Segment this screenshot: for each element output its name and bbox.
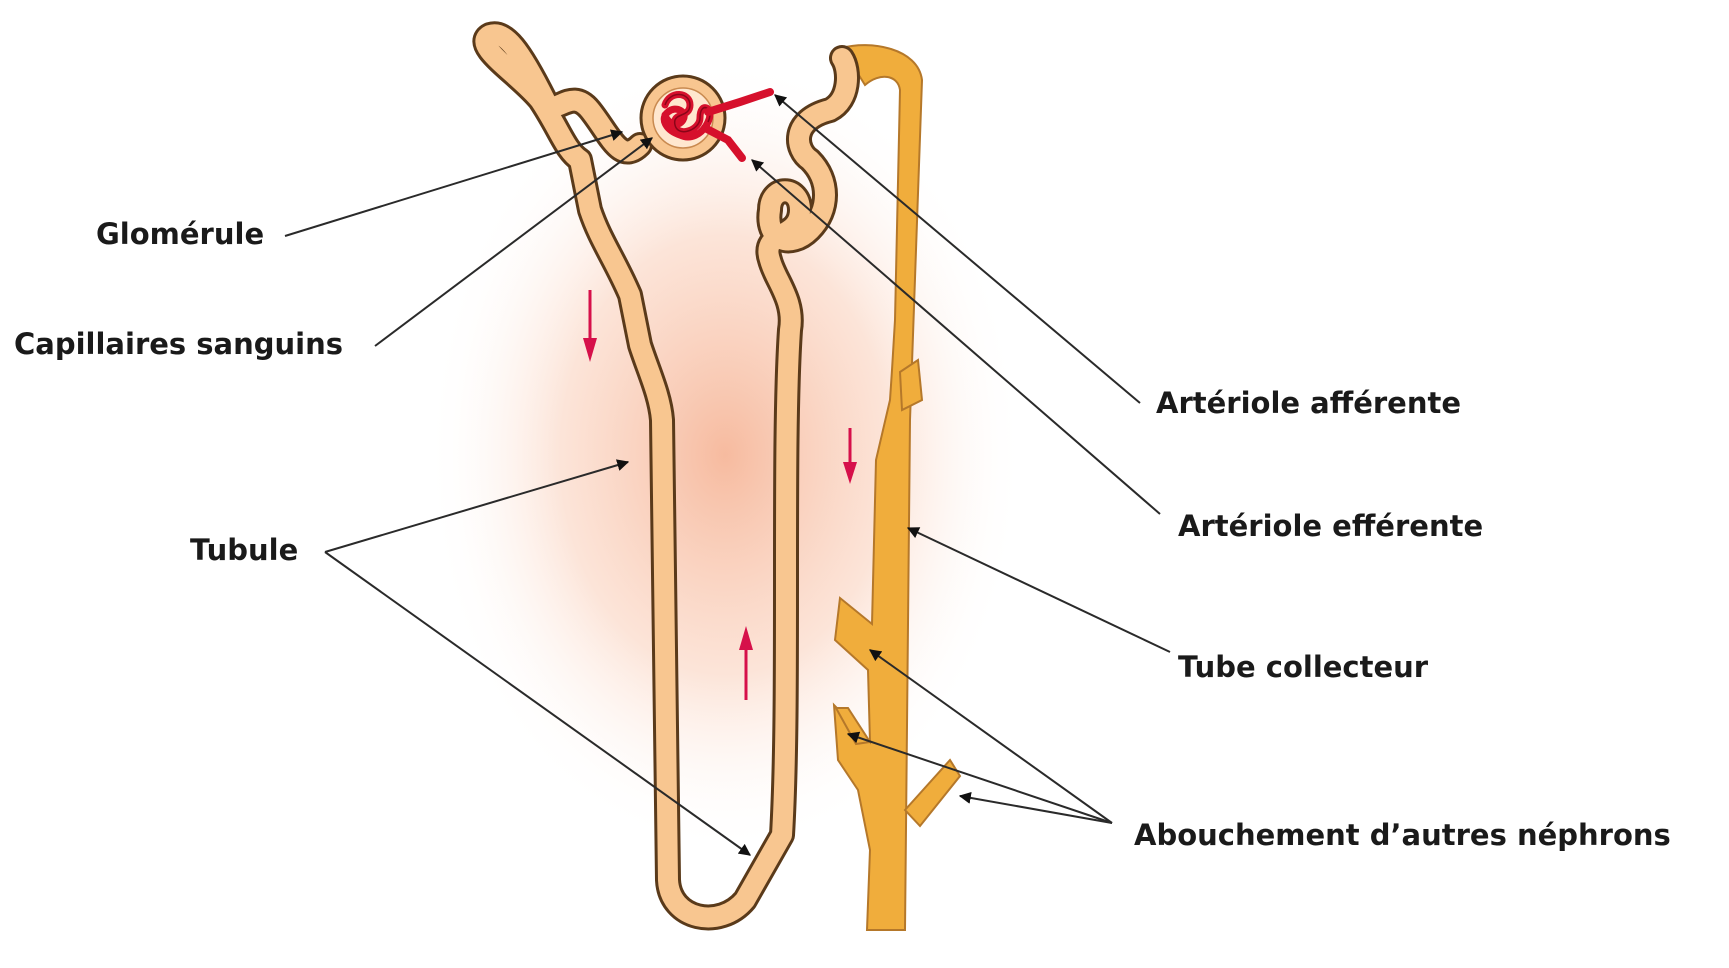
label-tubule: Tubule bbox=[190, 533, 298, 567]
label-glomerule: Glomérule bbox=[96, 217, 264, 251]
label-arteriole-afferente: Artériole afférente bbox=[1156, 386, 1461, 420]
label-capillaires-sanguins: Capillaires sanguins bbox=[14, 327, 343, 361]
background-glow bbox=[425, 55, 1025, 855]
label-tube-collecteur: Tube collecteur bbox=[1178, 650, 1429, 684]
label-arteriole-efferente: Artériole efférente bbox=[1178, 509, 1483, 543]
glomerulus bbox=[641, 76, 725, 160]
label-abouchement: Abouchement d’autres néphrons bbox=[1134, 818, 1671, 852]
